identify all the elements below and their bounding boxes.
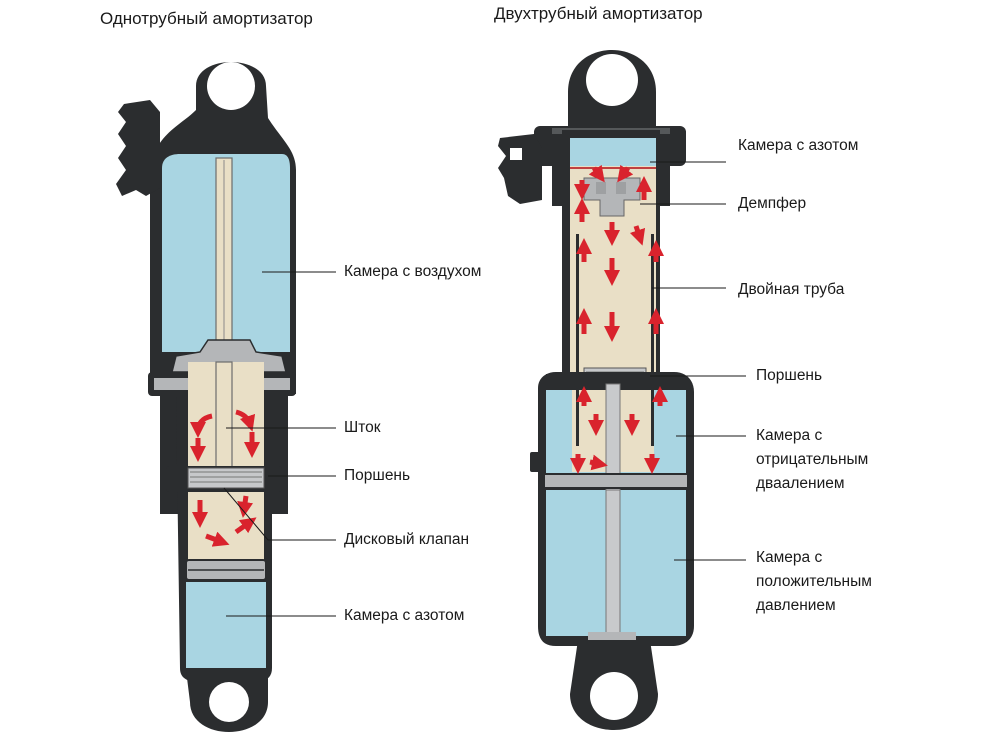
monotube-piston <box>187 467 265 489</box>
twin-tube-title: Двухтрубный амортизатор <box>494 4 703 23</box>
label-positive-chamber: Камера с положительным давлением <box>756 546 872 618</box>
label-monotube-nitrogen: Камера с азотом <box>344 607 465 624</box>
label-positive-line-3: давлением <box>756 597 836 614</box>
label-positive-line-1: Камера с <box>756 549 823 566</box>
twin-adjuster-knob <box>498 134 542 204</box>
twin-nitrogen-chamber <box>570 138 656 166</box>
label-negative-line-1: Камера с <box>756 427 823 444</box>
twin-air-piston <box>543 473 689 489</box>
monotube-title: Однотрубный амортизатор <box>100 9 313 28</box>
twin-flow-arrows <box>569 164 669 475</box>
label-rod: Шток <box>344 419 381 436</box>
monotube-flow-arrows <box>189 409 261 547</box>
monotube-leader-lines <box>223 271 336 617</box>
label-damper: Демпфер <box>738 195 807 212</box>
monotube-adjuster-knob <box>116 100 160 196</box>
label-disc-valve: Дисковый клапан <box>344 531 470 548</box>
label-twin-piston: Поршень <box>756 367 823 384</box>
twin-inner-tube-left <box>576 234 579 446</box>
twin-leader-lines <box>640 161 746 561</box>
label-positive-line-2: положительным <box>756 573 872 590</box>
monotube-shock <box>116 62 336 732</box>
label-negative-line-3: дваалением <box>756 475 845 492</box>
label-twin-tube: Двойная труба <box>738 281 845 298</box>
twin-side-valve <box>530 452 540 472</box>
label-twin-nitrogen: Камера с азотом <box>738 137 859 154</box>
label-negative-chamber: Камера с отрицательным дваалением <box>756 424 868 496</box>
label-air-chamber: Камера с воздухом <box>344 263 482 280</box>
label-monotube-piston: Поршень <box>344 467 411 484</box>
twin-inner-tube-right <box>651 234 654 446</box>
twin-tube-shock <box>498 50 746 730</box>
monotube-nitrogen-chamber <box>186 582 266 668</box>
label-negative-line-2: отрицательным <box>756 451 869 468</box>
